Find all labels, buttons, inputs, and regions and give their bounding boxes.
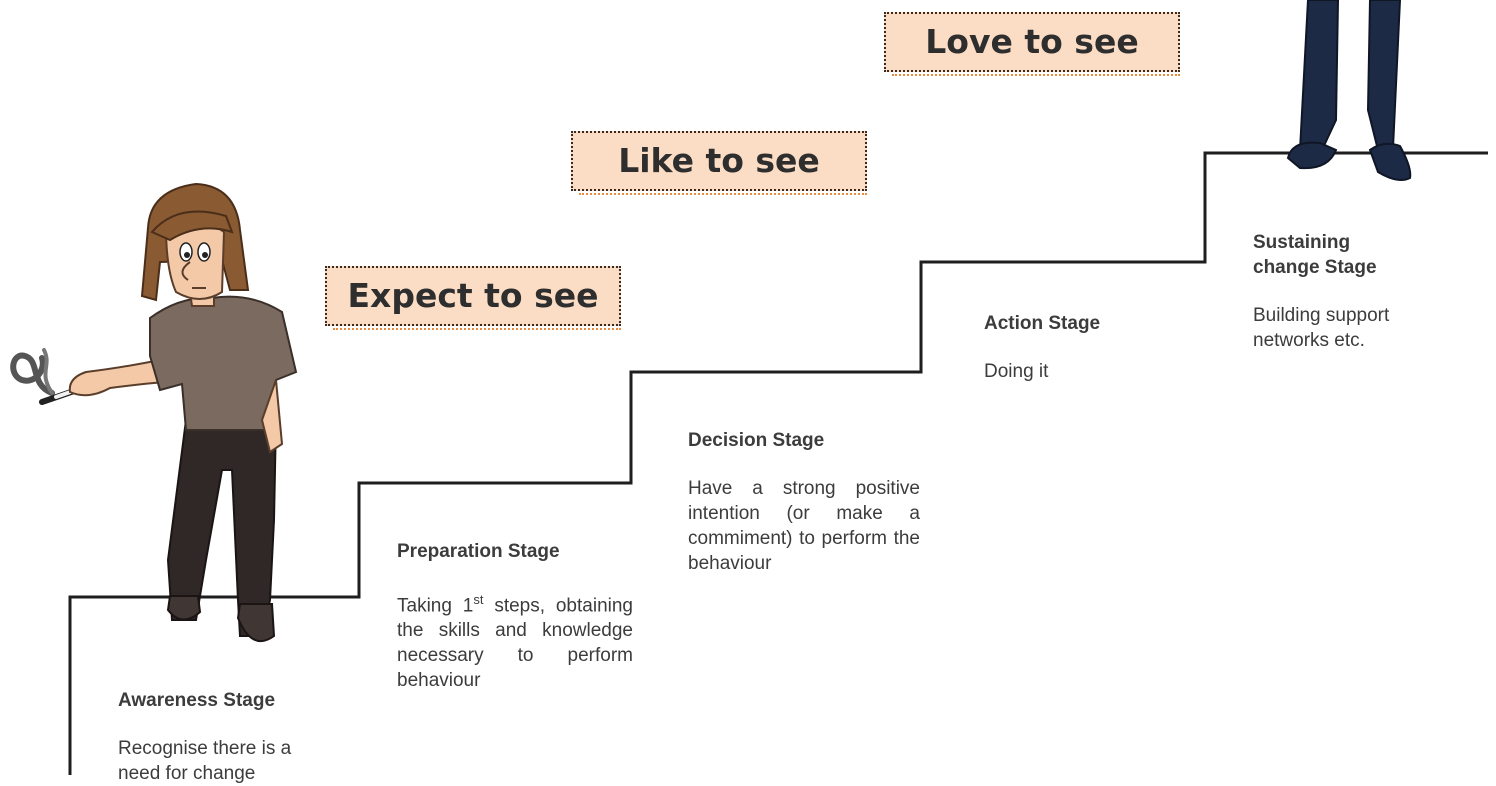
stage-sustaining-desc: Building support networks etc. xyxy=(1253,305,1390,351)
stage-action-desc: Doing it xyxy=(984,361,1049,382)
stage-action-title: Action Stage xyxy=(984,313,1101,334)
stage-decision: Decision Stage Have a strong positive in… xyxy=(688,428,920,576)
stage-sustaining-title: Sustaining change Stage xyxy=(1253,232,1377,278)
stage-sustaining: Sustaining change Stage Building support… xyxy=(1253,230,1393,353)
badge-love-to-see: Love to see xyxy=(884,12,1180,76)
stage-preparation: Preparation Stage Taking 1st steps, obta… xyxy=(397,539,633,693)
badge-like-to-see: Like to see xyxy=(571,131,867,195)
stage-awareness-desc: Recognise there is a need for change xyxy=(118,738,292,784)
stage-preparation-desc: Taking 1st steps, obtaining the skills a… xyxy=(397,592,633,692)
stage-decision-title: Decision Stage xyxy=(688,430,825,451)
badge-expect-to-see: Expect to see xyxy=(325,266,621,330)
stage-awareness-title: Awareness Stage xyxy=(118,690,276,711)
stage-awareness: Awareness Stage Recognise there is a nee… xyxy=(118,688,318,786)
stage-decision-desc: Have a strong positive intention (or mak… xyxy=(688,478,920,574)
standing-person-legs xyxy=(1286,0,1412,181)
smoking-person xyxy=(10,182,298,642)
stage-preparation-title: Preparation Stage xyxy=(397,541,560,562)
stage-action: Action Stage Doing it xyxy=(984,311,1184,384)
